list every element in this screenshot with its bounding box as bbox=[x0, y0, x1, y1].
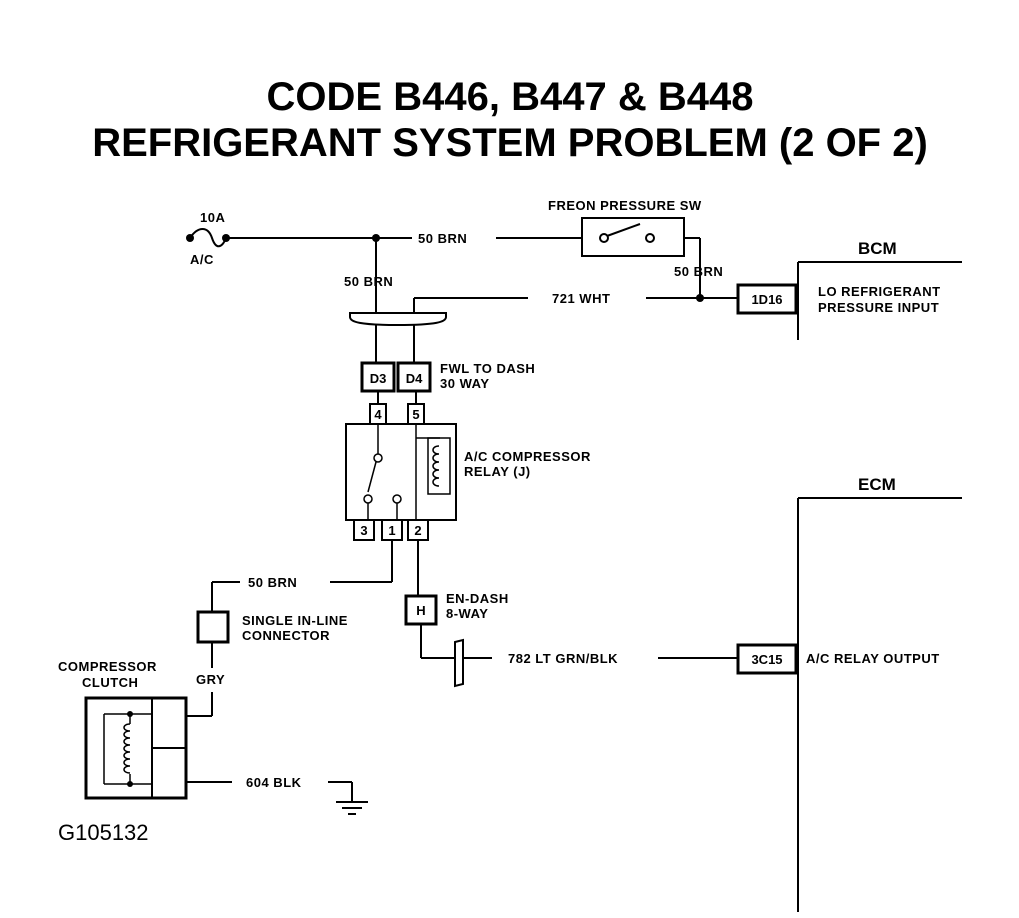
title-line-1: CODE B446, B447 & B448 bbox=[267, 75, 754, 119]
ecm-pin-box bbox=[736, 643, 798, 675]
relay-switch-pivot bbox=[373, 453, 383, 463]
bcm-desc-line-1: LO REFRIGERANT bbox=[818, 284, 941, 299]
grommet bbox=[349, 312, 447, 327]
fuse-symbol bbox=[186, 228, 230, 248]
relay-pin-1: 1 bbox=[388, 523, 395, 538]
title-line-2: REFRIGERANT SYSTEM PROBLEM (2 OF 2) bbox=[92, 121, 928, 165]
en-dash-label-line-1: EN-DASH bbox=[446, 591, 509, 606]
wire-label-grn-blk: 782 LT GRN/BLK bbox=[508, 651, 618, 666]
inline-connector-label-line-2: CONNECTOR bbox=[242, 628, 330, 643]
pressure-switch-label: FREON PRESSURE SW bbox=[548, 198, 702, 213]
fwl-pin-d3: D3 bbox=[370, 371, 387, 386]
inline-connector-box bbox=[196, 610, 230, 644]
relay-switch-arm bbox=[367, 461, 377, 493]
ground-icon bbox=[336, 801, 368, 815]
clutch-label-line-2: CLUTCH bbox=[82, 675, 138, 690]
clutch-coil-icon bbox=[123, 723, 131, 774]
figure-id: G105132 bbox=[58, 820, 149, 845]
bcm-desc-line-2: PRESSURE INPUT bbox=[818, 300, 939, 315]
bcm-pin-label: 1D16 bbox=[751, 292, 782, 307]
wire-label-wht: 721 WHT bbox=[552, 291, 610, 306]
en-dash-label-line-2: 8-WAY bbox=[446, 606, 488, 621]
pressure-switch-box bbox=[581, 217, 685, 257]
wire-label-blk: 604 BLK bbox=[246, 775, 302, 790]
bcm-title: BCM bbox=[858, 239, 897, 258]
relay-contact-right bbox=[392, 494, 402, 504]
ecm-title: ECM bbox=[858, 475, 896, 494]
wire-label-brn-top: 50 BRN bbox=[418, 231, 467, 246]
switch-blade bbox=[606, 223, 641, 237]
relay-label-line-1: A/C COMPRESSOR bbox=[464, 449, 591, 464]
switch-contact-right bbox=[645, 233, 655, 243]
en-dash-pin: H bbox=[416, 603, 425, 618]
inline-connector-label-line-1: SINGLE IN-LINE bbox=[242, 613, 348, 628]
wire-label-brn-left: 50 BRN bbox=[344, 274, 393, 289]
wire-label-brn-right: 50 BRN bbox=[674, 264, 723, 279]
fwl-label-line-2: 30 WAY bbox=[440, 376, 490, 391]
fuse-name-label: A/C bbox=[190, 252, 214, 267]
fwl-pin-box-d4 bbox=[396, 361, 432, 393]
relay-contact-left bbox=[363, 494, 373, 504]
ecm-desc: A/C RELAY OUTPUT bbox=[806, 651, 940, 666]
relay-pin-box-3 bbox=[353, 519, 375, 541]
clutch-label-line-1: COMPRESSOR bbox=[58, 659, 157, 674]
relay-coil-box bbox=[427, 437, 451, 495]
fuse-rating-label: 10A bbox=[200, 210, 225, 225]
relay-label-line-2: RELAY (J) bbox=[464, 464, 531, 479]
relay-pin-2: 2 bbox=[414, 523, 421, 538]
ecm-pin-label: 3C15 bbox=[751, 652, 782, 667]
switch-contact-left bbox=[599, 233, 609, 243]
inline-plug-icon bbox=[454, 638, 464, 688]
relay-pin-5: 5 bbox=[412, 407, 419, 422]
fwl-pin-d4: D4 bbox=[406, 371, 423, 386]
fwl-label-line-1: FWL TO DASH bbox=[440, 361, 535, 376]
relay-coil-icon bbox=[432, 445, 440, 487]
relay-pin-3: 3 bbox=[360, 523, 367, 538]
relay-pin-4: 4 bbox=[374, 407, 382, 422]
wire-label-brn-lower: 50 BRN bbox=[248, 575, 297, 590]
bcm-pin-box bbox=[736, 283, 798, 315]
wire-label-gry: GRY bbox=[196, 672, 225, 687]
